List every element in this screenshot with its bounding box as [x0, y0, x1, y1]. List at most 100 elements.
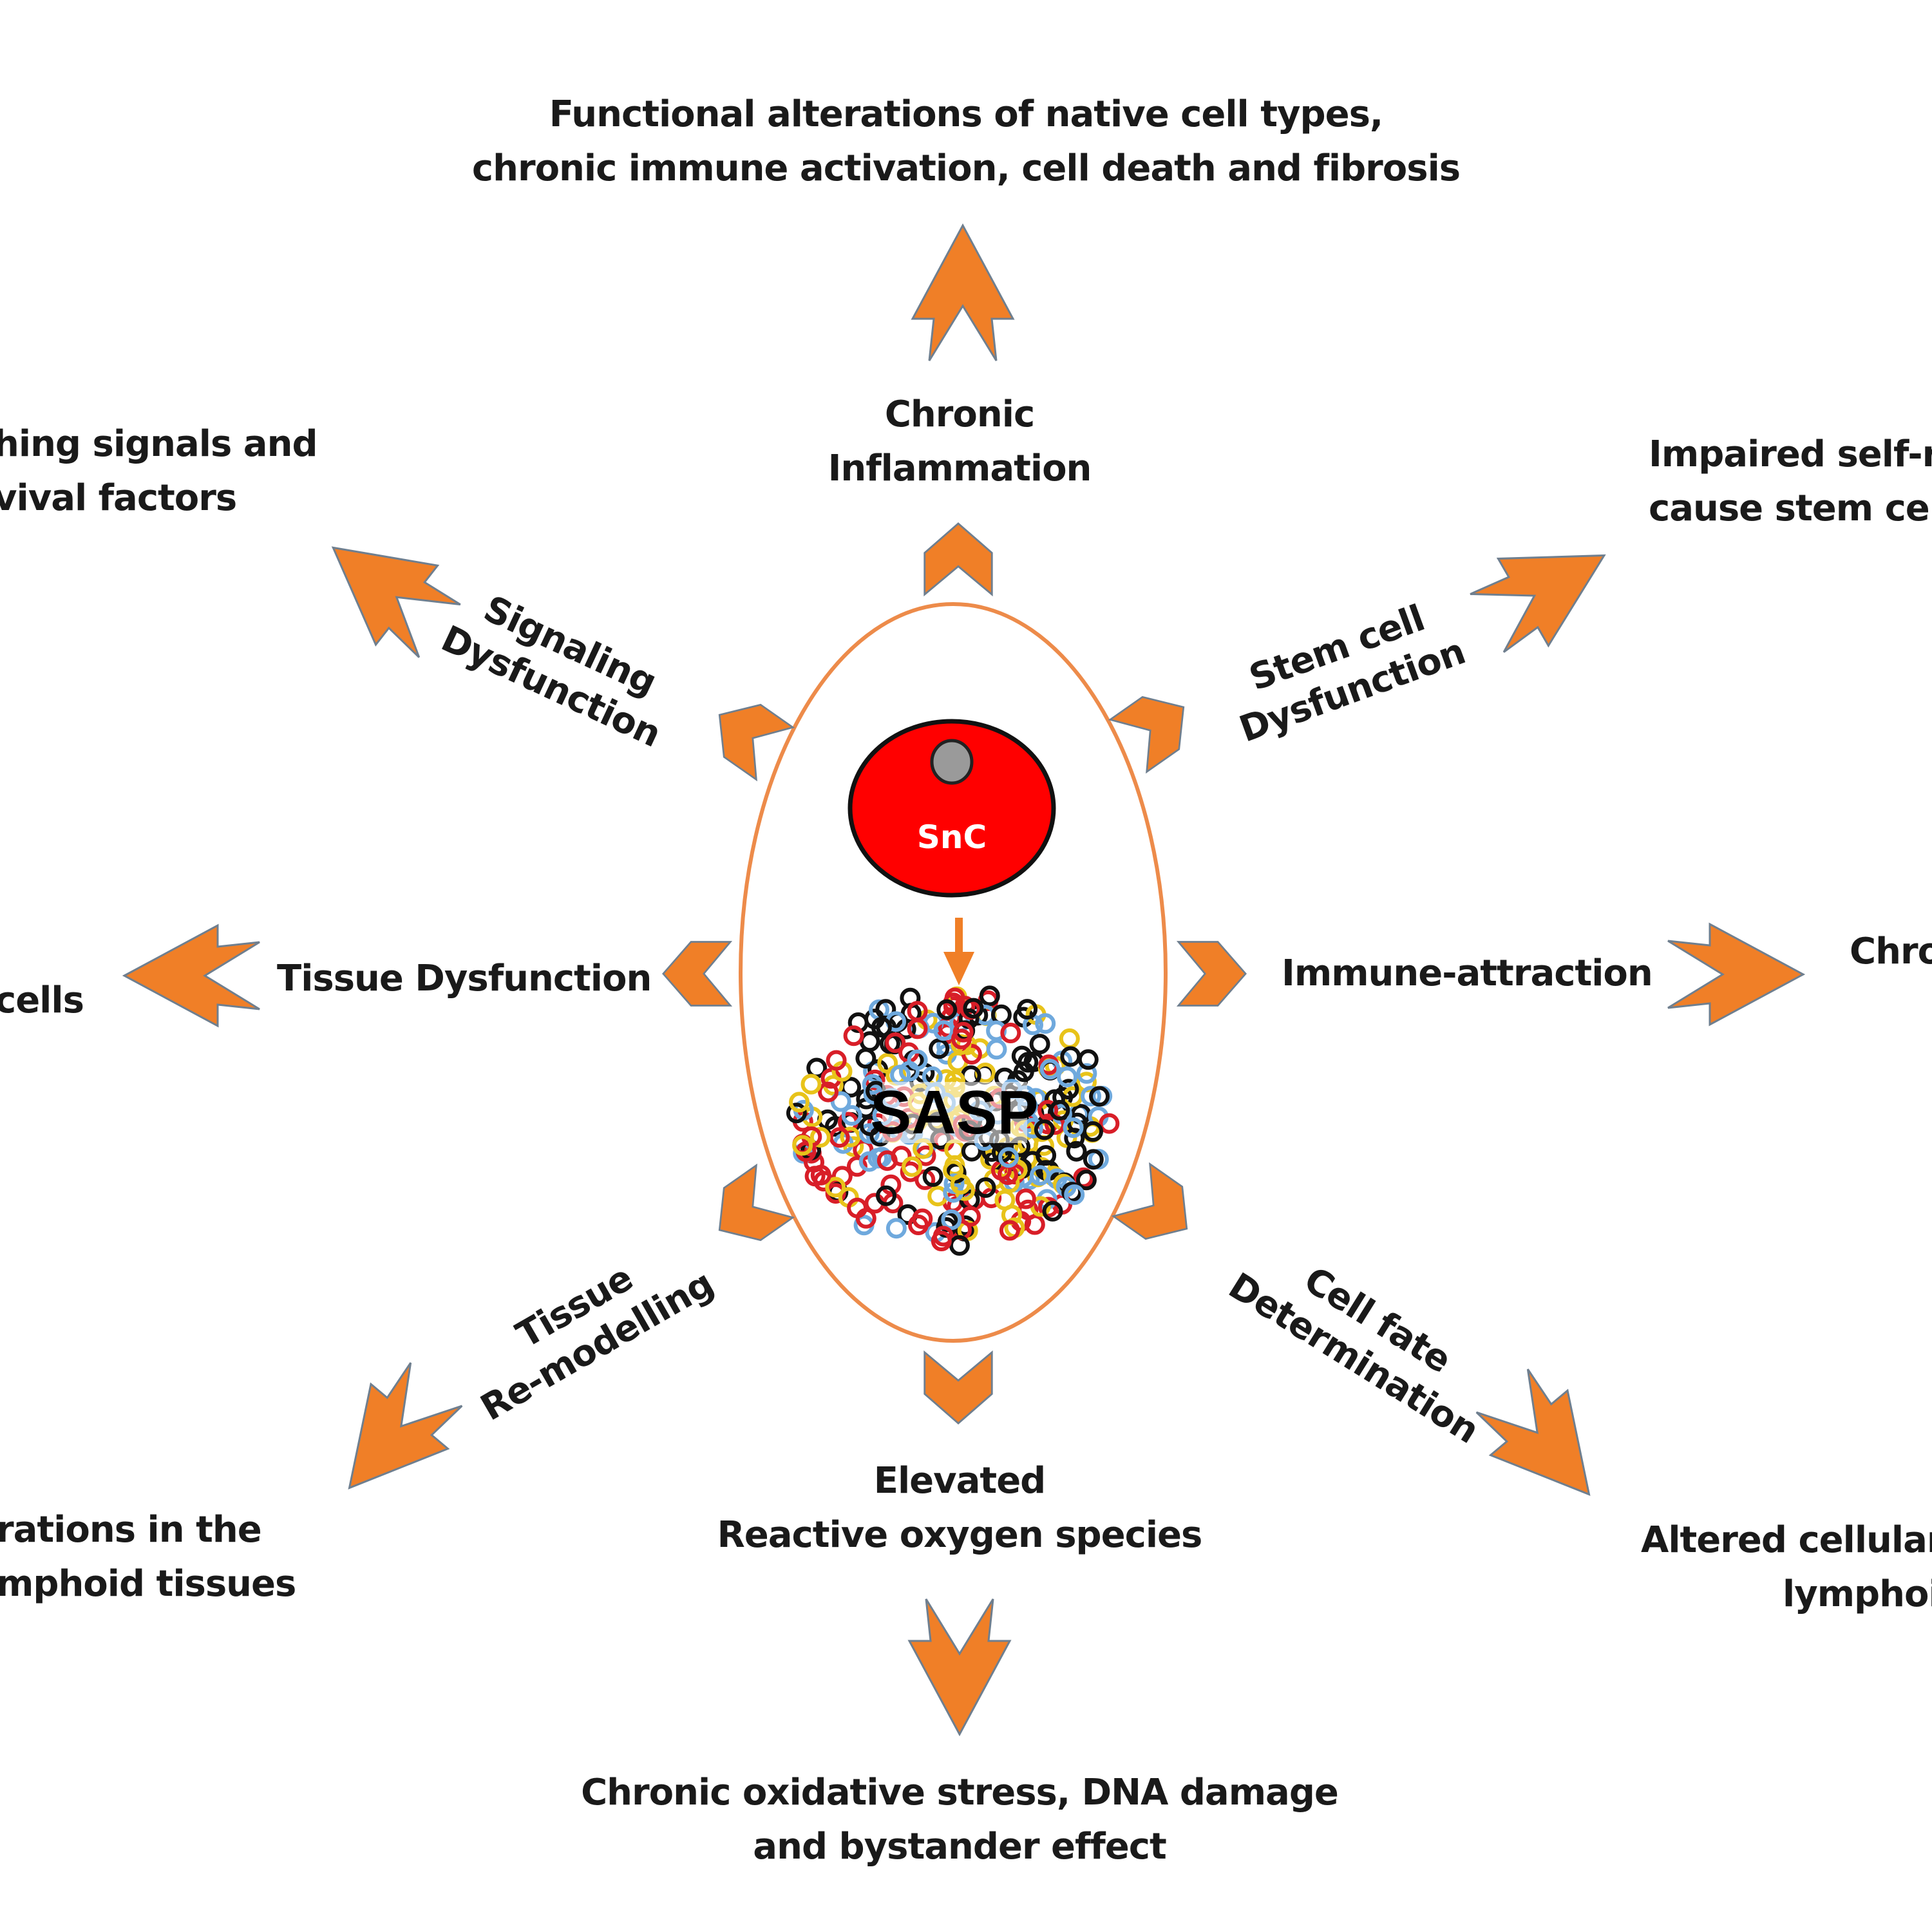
sasp-factor-ring: [1037, 1100, 1059, 1121]
secretion-arrow: [943, 918, 974, 985]
sasp-factor-ring: [902, 1156, 923, 1177]
outcome-line-2: lymphoi: [1783, 1573, 1932, 1615]
sasp-factor-ring: [999, 1220, 1020, 1241]
sasp-factor-ring: [1081, 1086, 1101, 1107]
mechanism-tissue-dysfunction: Tissue Dysfunction: [277, 952, 652, 1006]
outcome-line-1: Chronic oxidative stress, DNA damage: [581, 1772, 1339, 1814]
sasp-factor-ring: [907, 1018, 928, 1039]
sasp-factor-ring: [994, 1189, 1016, 1211]
senescent-cell: SnC: [848, 719, 1056, 898]
chevron-up-left-icon: [718, 703, 795, 782]
arrows: [122, 223, 1806, 1737]
sasp-factor-ring: [855, 1048, 876, 1069]
sasp-factor-ring: [871, 1017, 892, 1038]
sasp-factor-ring: [818, 1081, 838, 1103]
mechanism-line-2: Inflammation: [828, 448, 1092, 489]
sasp-factor-ring: [831, 1061, 853, 1082]
arrow-right-icon: [1667, 922, 1806, 1027]
sasp-factor-ring: [945, 1162, 967, 1184]
sasp-factor-ring: [975, 1177, 996, 1198]
mechanism-elevated-ros: Elevated Reactive oxygen species: [717, 1454, 1203, 1562]
sasp-factor-ring: [1061, 1182, 1083, 1203]
sasp-factor-ring: [875, 999, 896, 1020]
chevron-up-icon: [923, 522, 993, 597]
outcome-line-1: Impaired self-r: [1649, 433, 1932, 475]
cell-nucleus: [930, 739, 974, 785]
sasp-factor-ring: [1083, 1149, 1104, 1170]
sasp-factor-ring: [841, 1105, 862, 1126]
sasp-factor-ring: [1035, 1013, 1056, 1034]
sasp-factor-ring: [933, 1020, 954, 1041]
sasp-factor-ring: [963, 998, 984, 1019]
sasp-factor-ring: [1059, 1028, 1080, 1049]
outcome-line-1: rations in the: [0, 1509, 262, 1551]
sasp-factor-ring: [979, 985, 1000, 1007]
sasp-factor-ring: [843, 1025, 864, 1046]
outcome-line-2: and bystander effect: [753, 1826, 1166, 1868]
sasp-factor-ring: [986, 1020, 1007, 1041]
sasp-factor-ring: [830, 1091, 851, 1112]
arrow-up-right-icon: [1470, 554, 1606, 653]
sasp-factor-ring: [840, 1126, 861, 1148]
sasp-factor-ring: [876, 1185, 896, 1206]
outcome-line-2: mphoid tissues: [0, 1563, 296, 1605]
sasp-factor-ring: [1075, 1170, 1097, 1191]
sasp-factor-ring: [1049, 1099, 1070, 1121]
tissue-ellipse: [739, 602, 1168, 1343]
sasp-factor-ring: [912, 1208, 933, 1229]
mechanism-line-1: Chronic: [884, 393, 1035, 435]
sasp-factor-ring: [800, 1074, 822, 1095]
outcome-line-1: Chro: [1850, 931, 1932, 972]
sasp-factor-ring: [1015, 1188, 1036, 1209]
chevron-up-right-icon: [1108, 696, 1185, 774]
mechanism-line-2: Reactive oxygen species: [717, 1514, 1203, 1556]
outcome-right: Chro: [1850, 925, 1932, 979]
sasp-factor-ring: [1099, 1113, 1120, 1134]
sasp-factor-ring: [786, 1103, 807, 1124]
outcome-top-line-1: Functional alterations of native cell ty…: [549, 93, 1383, 135]
mechanism-immune-attraction: Immune-attraction: [1282, 947, 1653, 1001]
sasp-factor-ring: [1066, 1141, 1087, 1162]
sasp-factor-ring: [858, 1123, 880, 1144]
outcome-line-1: hing signals and: [0, 423, 318, 465]
sasp-factor-ring: [1089, 1086, 1110, 1107]
sasp-factor-ring: [1076, 1063, 1097, 1084]
sasp-factor-ring: [1029, 1165, 1050, 1186]
arrow-down-left-icon: [348, 1362, 463, 1490]
sasp-factor-ring: [880, 1174, 902, 1195]
sasp-factor-ring: [1000, 1023, 1021, 1043]
arrow-down-right-icon: [1475, 1368, 1591, 1496]
sasp-factor-ring: [876, 1150, 898, 1171]
cell-body: [848, 719, 1056, 898]
sasp-factor-ring: [1029, 1034, 1050, 1055]
mechanism-line-1: Tissue Dysfunction: [277, 958, 652, 999]
chevron-right-icon: [1176, 941, 1247, 1007]
chevron-down-left-icon: [718, 1163, 795, 1242]
sasp-factor-ring: [804, 1166, 826, 1187]
chevron-down-right-icon: [1111, 1162, 1188, 1240]
sasp-factor-ring: [941, 1209, 962, 1230]
sasp-factor-ring: [1057, 1066, 1078, 1088]
sasp-factor-ring: [846, 1156, 867, 1177]
sasp-label: SASP: [870, 1078, 1038, 1147]
mechanism-line-1: Immune-attraction: [1282, 952, 1653, 994]
sasp-cluster: [786, 985, 1120, 1256]
sasp-factor-ring: [986, 1039, 1007, 1060]
sasp-factor-ring: [1013, 1061, 1034, 1083]
sasp-factor-ring: [1042, 1200, 1063, 1222]
outcome-top-line-2: chronic immune activation, cell death an…: [471, 147, 1461, 189]
outcome-line-1: Altered cellular: [1641, 1519, 1932, 1561]
sasp-factor-ring: [922, 1166, 943, 1187]
sasp-factor-ring: [826, 1050, 847, 1071]
sasp-factor-ring: [1063, 1117, 1084, 1139]
sasp-factor-ring: [1058, 1079, 1079, 1100]
sasp-factor-ring: [1064, 1184, 1085, 1206]
sasp-factor-ring: [1083, 1121, 1103, 1142]
sasp-factor-ring: [952, 1021, 974, 1043]
sasp-factor-ring: [936, 999, 958, 1020]
outcome-top-right: Impaired self-r cause stem cell: [1649, 428, 1932, 536]
sasp-factor-ring: [1018, 1052, 1039, 1073]
sasp-factor-ring: [847, 1197, 868, 1218]
sasp-factor-ring: [949, 1235, 970, 1256]
